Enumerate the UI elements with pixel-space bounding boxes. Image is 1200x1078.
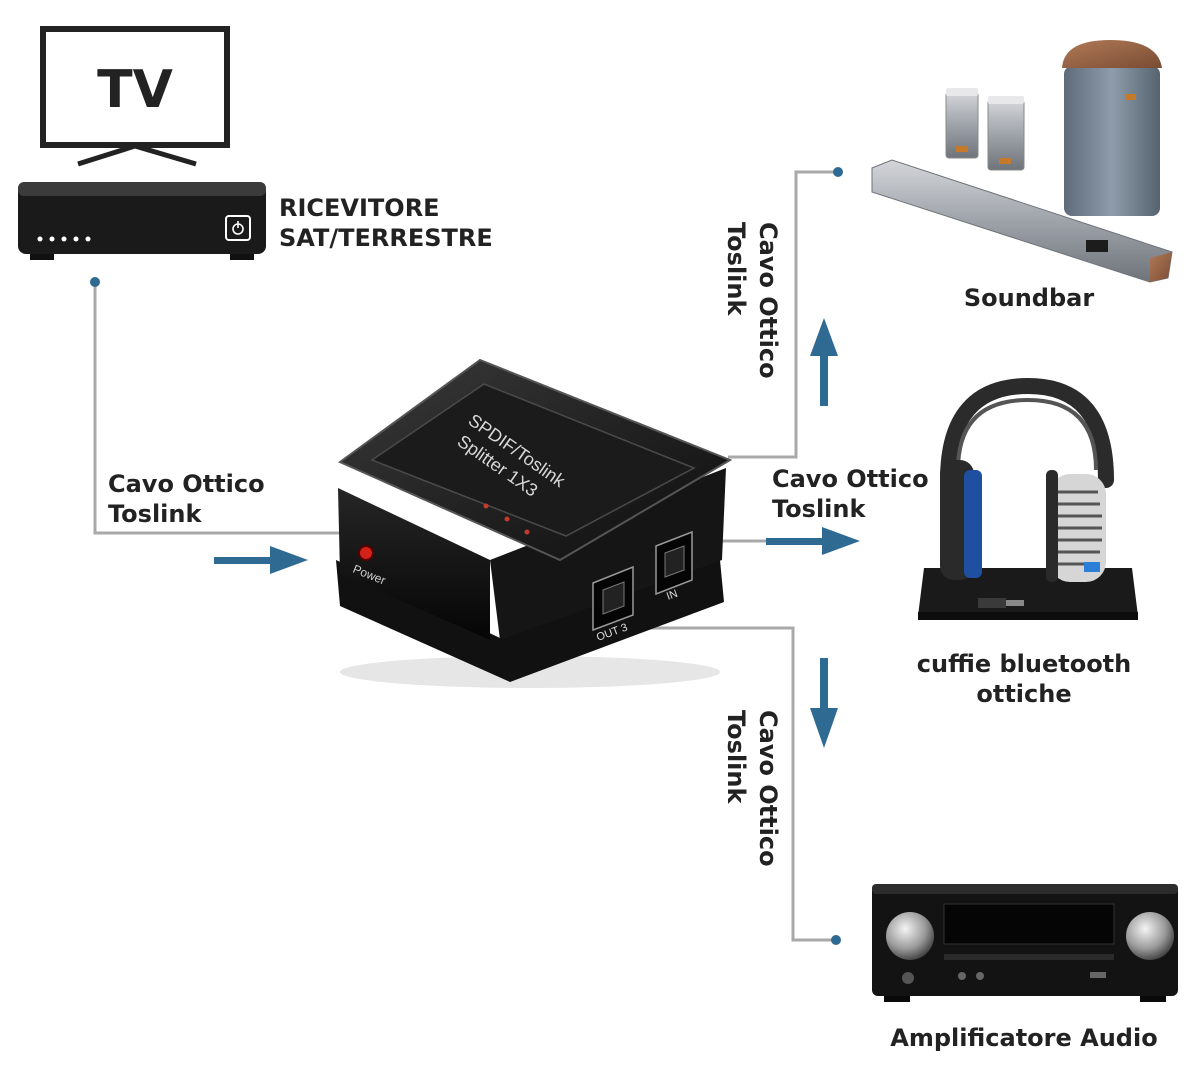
headphones-label-line1: cuffie bluetooth — [917, 650, 1132, 678]
receiver-box-icon — [18, 182, 266, 260]
tv-label: TV — [97, 60, 173, 120]
soundbar-label: Soundbar — [964, 284, 1095, 312]
arrow-right-headphones-icon — [766, 527, 860, 555]
arrow-down-amplifier-icon — [810, 658, 838, 748]
cable-receiver-to-splitter — [93, 282, 345, 535]
cable-label-top-line1: Cavo Ottico — [754, 222, 782, 379]
cable-label-mid-line2: Toslink — [772, 495, 866, 523]
amplifier-image — [872, 884, 1178, 1002]
cable-endpoint-soundbar — [833, 167, 843, 177]
headphones-image — [918, 377, 1138, 620]
tv-icon: TV — [40, 26, 230, 167]
cable-splitter-to-soundbar — [728, 170, 838, 459]
receiver-power-icon — [225, 215, 251, 241]
device-port-in-label: IN — [665, 588, 679, 603]
cable-label-bottom-line2: Toslink — [722, 710, 750, 804]
cable-label-top-line2: Toslink — [722, 222, 750, 316]
cable-splitter-to-amplifier — [650, 626, 836, 942]
receiver-label-line2: SAT/TERRESTRE — [279, 224, 493, 252]
device-power-led-icon — [358, 545, 374, 561]
cable-label-left-line2: Toslink — [108, 500, 202, 528]
receiver-label-line1: RICEVITORE — [279, 194, 440, 222]
signal-arrows — [214, 318, 860, 748]
cable-label-bottom-line1: Cavo Ottico — [754, 710, 782, 867]
amplifier-volume-knob-left-icon — [886, 912, 934, 960]
amplifier-label: Amplificatore Audio — [890, 1024, 1157, 1052]
arrow-up-soundbar-icon — [810, 318, 838, 406]
splitter-device-image: SPDIF/Toslink Splitter 1X3 Power OUT 3 I… — [336, 358, 733, 688]
soundbar-image — [871, 40, 1173, 283]
cable-endpoint-receiver — [90, 277, 100, 287]
cable-label-left-line1: Cavo Ottico — [108, 470, 265, 498]
optical-port-out3-icon — [592, 565, 634, 632]
cable-endpoint-amplifier — [831, 935, 841, 945]
optical-port-in-icon — [655, 530, 693, 596]
amplifier-volume-knob-right-icon — [1126, 912, 1174, 960]
arrow-right-input-icon — [214, 546, 308, 574]
headphones-label-line2: ottiche — [976, 680, 1071, 708]
cable-label-mid-line1: Cavo Ottico — [772, 465, 929, 493]
